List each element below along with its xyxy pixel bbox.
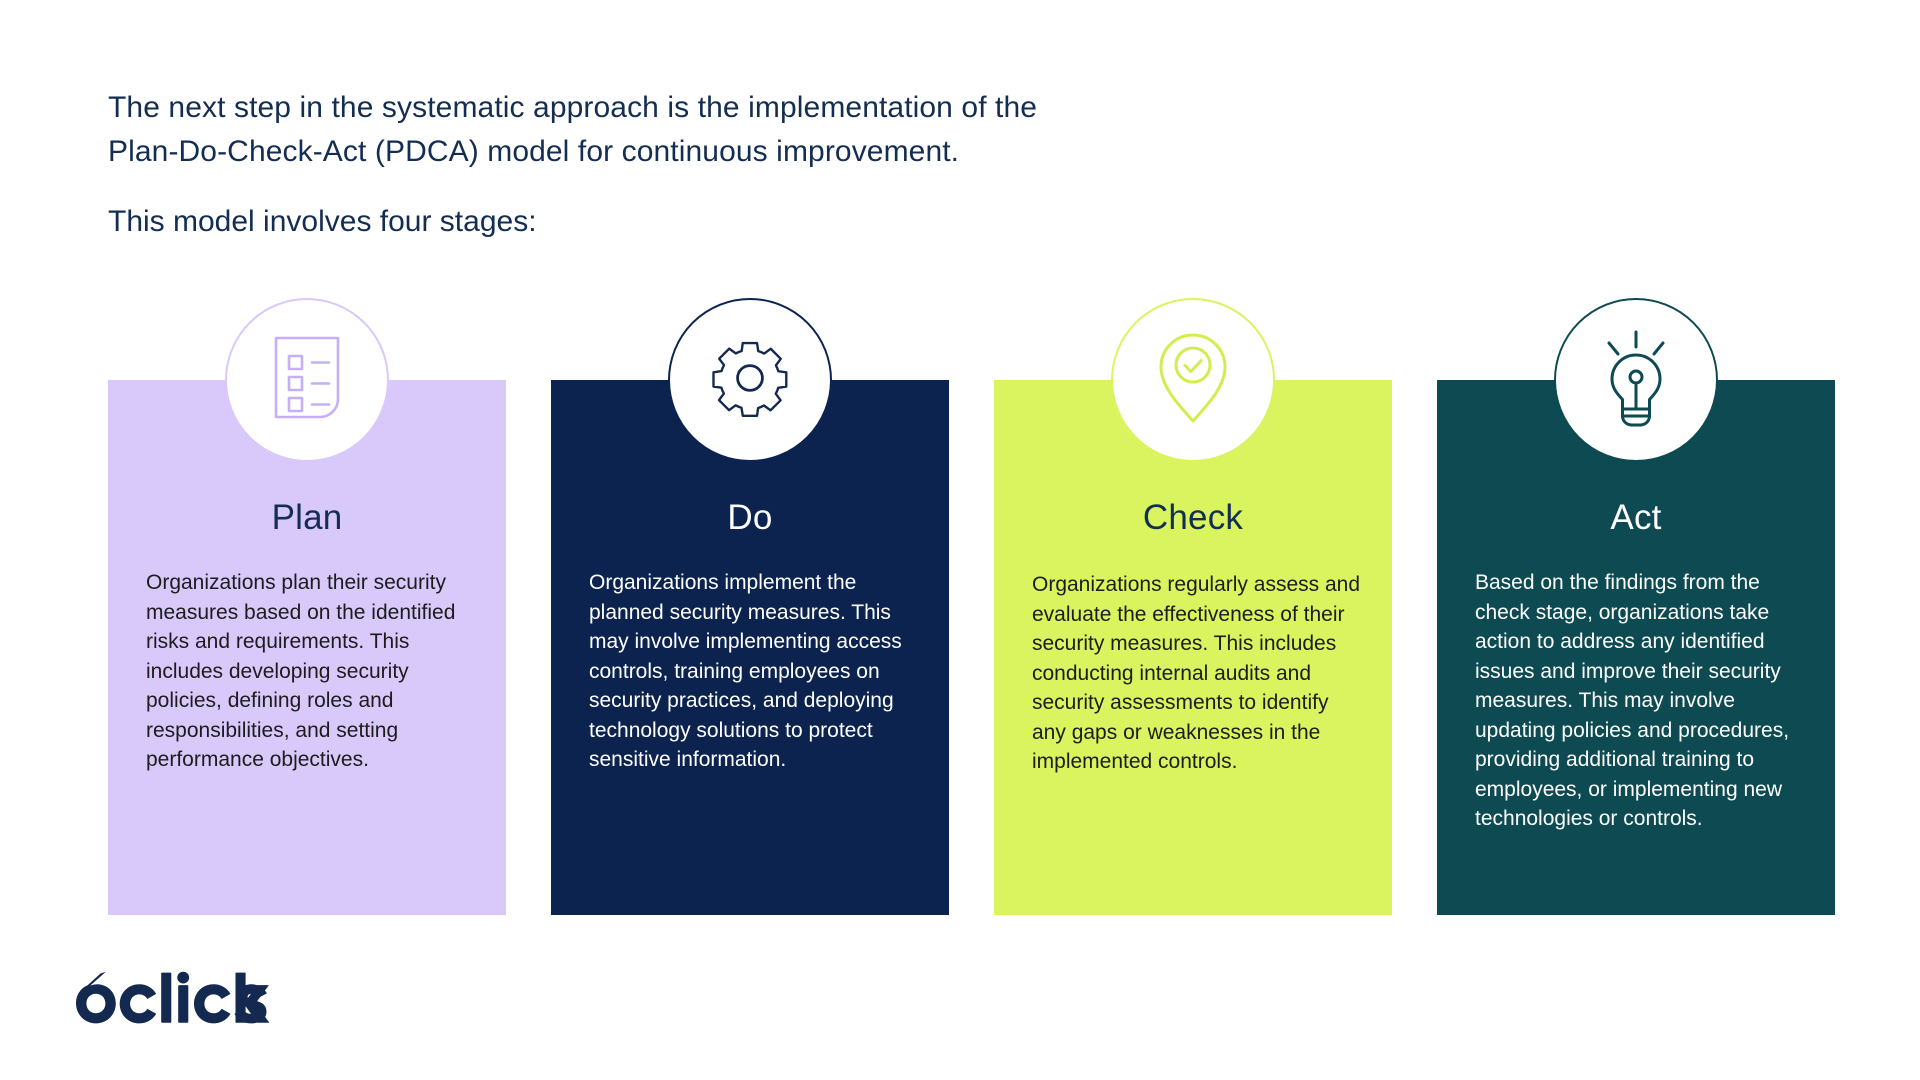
intro-block: The next step in the systematic approach… <box>108 86 1288 244</box>
map-pin-check-icon <box>1157 331 1229 430</box>
stage-card-act: Act Based on the findings from the check… <box>1437 298 1835 915</box>
intro-paragraph-line-1: The next step in the systematic approach… <box>108 91 1038 124</box>
stage-icon-badge-act <box>1554 298 1718 462</box>
stage-body-do: Organizations implement the planned secu… <box>589 571 902 771</box>
stage-card-row: Plan Organizations plan their security m… <box>108 298 1838 915</box>
stage-card-check: Check Organizations regularly assess and… <box>994 298 1392 915</box>
stage-body-plan: Organizations plan their security measur… <box>146 571 456 771</box>
stage-title-do: Do <box>727 498 773 537</box>
lightbulb-icon <box>1597 330 1675 431</box>
stage-card-do: Do Organizations implement the planned s… <box>551 298 949 915</box>
stage-title-check: Check <box>1142 498 1244 537</box>
stage-icon-badge-plan <box>225 298 389 462</box>
checklist-document-icon <box>269 335 345 426</box>
intro-paragraph-line-2: Plan-Do-Check-Act (PDCA) model for conti… <box>108 135 960 168</box>
brand-logo <box>70 971 270 1028</box>
stage-icon-badge-do <box>668 298 832 462</box>
stage-card-plan: Plan Organizations plan their security m… <box>108 298 506 915</box>
sixclicks-logo-icon <box>70 971 270 1028</box>
stage-icon-badge-check <box>1111 298 1275 462</box>
gear-icon <box>704 332 796 429</box>
intro-subheading: This model involves four stages: <box>108 205 537 238</box>
stage-body-check: Organizations regularly assess and evalu… <box>1032 573 1361 773</box>
stage-body-act: Based on the findings from the check sta… <box>1475 571 1790 830</box>
stage-title-plan: Plan <box>271 498 343 537</box>
stage-title-act: Act <box>1610 498 1662 537</box>
